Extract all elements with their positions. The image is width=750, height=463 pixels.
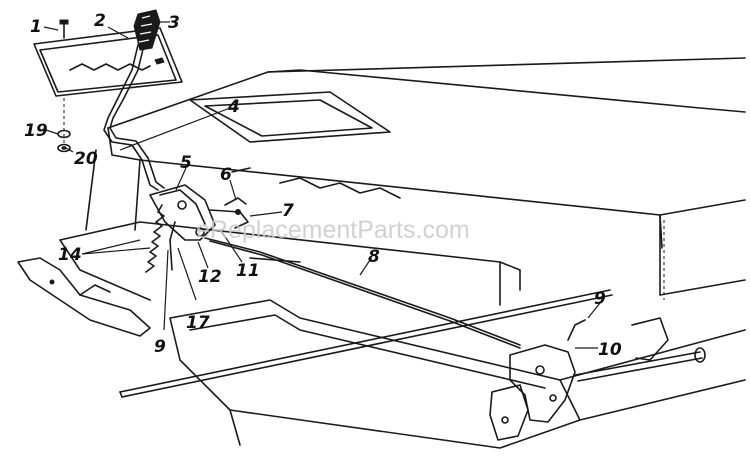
chassis-body	[59, 57, 746, 306]
watermark: eReplacementParts.com	[196, 216, 470, 244]
callout-9-upper: 9	[594, 289, 606, 309]
cross-rod	[119, 289, 613, 398]
screw	[59, 19, 69, 39]
callout-2: 2	[94, 11, 106, 31]
transmission-bracket	[489, 317, 706, 441]
callout-14: 14	[58, 245, 82, 265]
callout-7: 7	[282, 201, 294, 221]
shift-lever	[103, 9, 165, 191]
pedal-bracket	[17, 257, 151, 337]
callout-8: 8	[368, 247, 380, 267]
callout-4: 4	[227, 97, 240, 117]
callout-5: 5	[180, 153, 192, 173]
callout-labels: 1 2 3 4 5 6 7 8 9 9 10 11 12 14 17 19 20	[24, 11, 622, 360]
shift-plate	[33, 27, 183, 97]
callout-19: 19	[24, 121, 48, 141]
callout-3: 3	[168, 13, 180, 33]
callout-9-lower: 9	[154, 337, 166, 357]
callout-10: 10	[598, 340, 622, 360]
callout-12: 12	[198, 267, 222, 287]
washer-nut	[57, 98, 71, 153]
shift-rod	[204, 237, 521, 349]
callout-1: 1	[30, 17, 42, 37]
spring	[145, 204, 165, 273]
callout-6: 6	[220, 165, 232, 185]
callout-17: 17	[186, 313, 210, 333]
callout-11: 11	[236, 261, 260, 281]
callout-20: 20	[74, 149, 98, 169]
pivot-bracket	[149, 184, 249, 271]
leader-lines	[43, 21, 601, 349]
